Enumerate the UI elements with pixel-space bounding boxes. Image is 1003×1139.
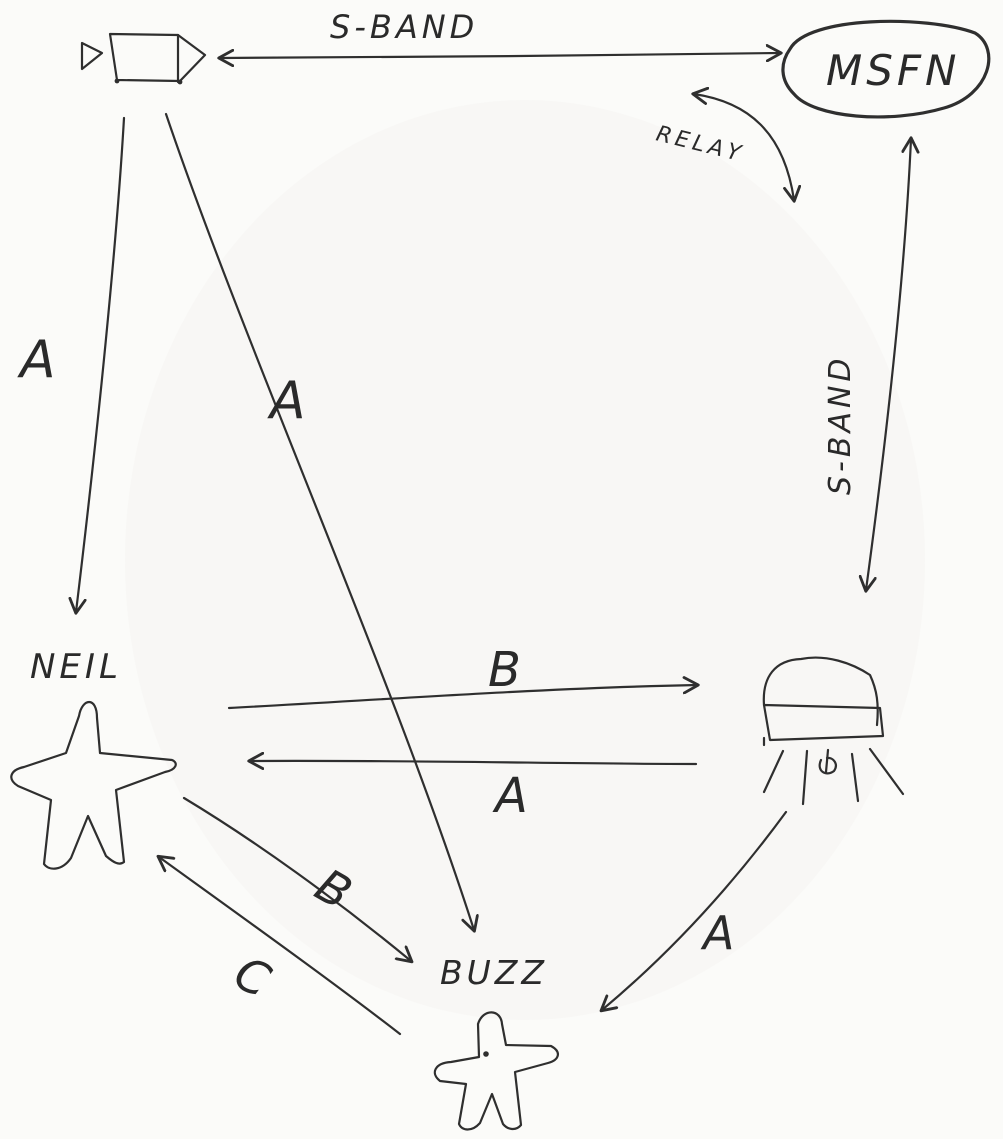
camera-buzz-link-label: A (267, 371, 310, 431)
neil-figure-icon (10, 700, 177, 870)
buzz-figure-icon (433, 1011, 559, 1131)
camera-neil-link (76, 116, 126, 612)
camera-dot-icon (177, 79, 183, 85)
lm-leg-icon (762, 749, 785, 794)
lm-upper-shape-icon (762, 656, 879, 727)
buzz-label: BUZZ (440, 953, 548, 992)
lm-neil-link (250, 761, 698, 764)
camera-msfn-link (220, 53, 780, 58)
lm-engine-icon (818, 756, 837, 775)
buzz-node: BUZZ (433, 953, 559, 1131)
paper-texture (125, 100, 925, 1020)
lunar-module-node (762, 656, 905, 806)
camera-neil-link-label: A (17, 330, 60, 390)
camera-dot-icon (114, 78, 120, 84)
msfn-lm-link-label: S-BAND (823, 354, 858, 495)
buzz-dot-icon (483, 1051, 489, 1057)
lm-engine-icon (824, 748, 830, 774)
lm-leg-icon (850, 752, 860, 803)
camera-msfn-link-label: S-BAND (330, 8, 478, 46)
neil-node: NEIL (10, 647, 177, 870)
msfn-label: MSFN (826, 46, 960, 95)
lm-leg-icon (868, 747, 905, 796)
buzz-neil-link (159, 857, 402, 1036)
lm-body-icon (762, 703, 885, 742)
lm-leg-icon (801, 749, 809, 806)
neil-lm-link (227, 685, 697, 710)
camera-buzz-link (164, 112, 474, 930)
neil-buzz-link (182, 796, 411, 961)
lm-buzz-link (602, 810, 788, 1010)
msfn-lm-link (866, 139, 911, 590)
camera-body-icon (108, 32, 207, 83)
lm-buzz-link-label: A (700, 906, 738, 960)
relay-link (694, 94, 794, 200)
neil-lm-link-label: B (488, 642, 525, 698)
camera-node (80, 32, 207, 85)
lm-neil-link-label: A (492, 768, 532, 824)
neil-label: NEIL (30, 647, 122, 687)
camera-lens-icon (80, 41, 104, 71)
